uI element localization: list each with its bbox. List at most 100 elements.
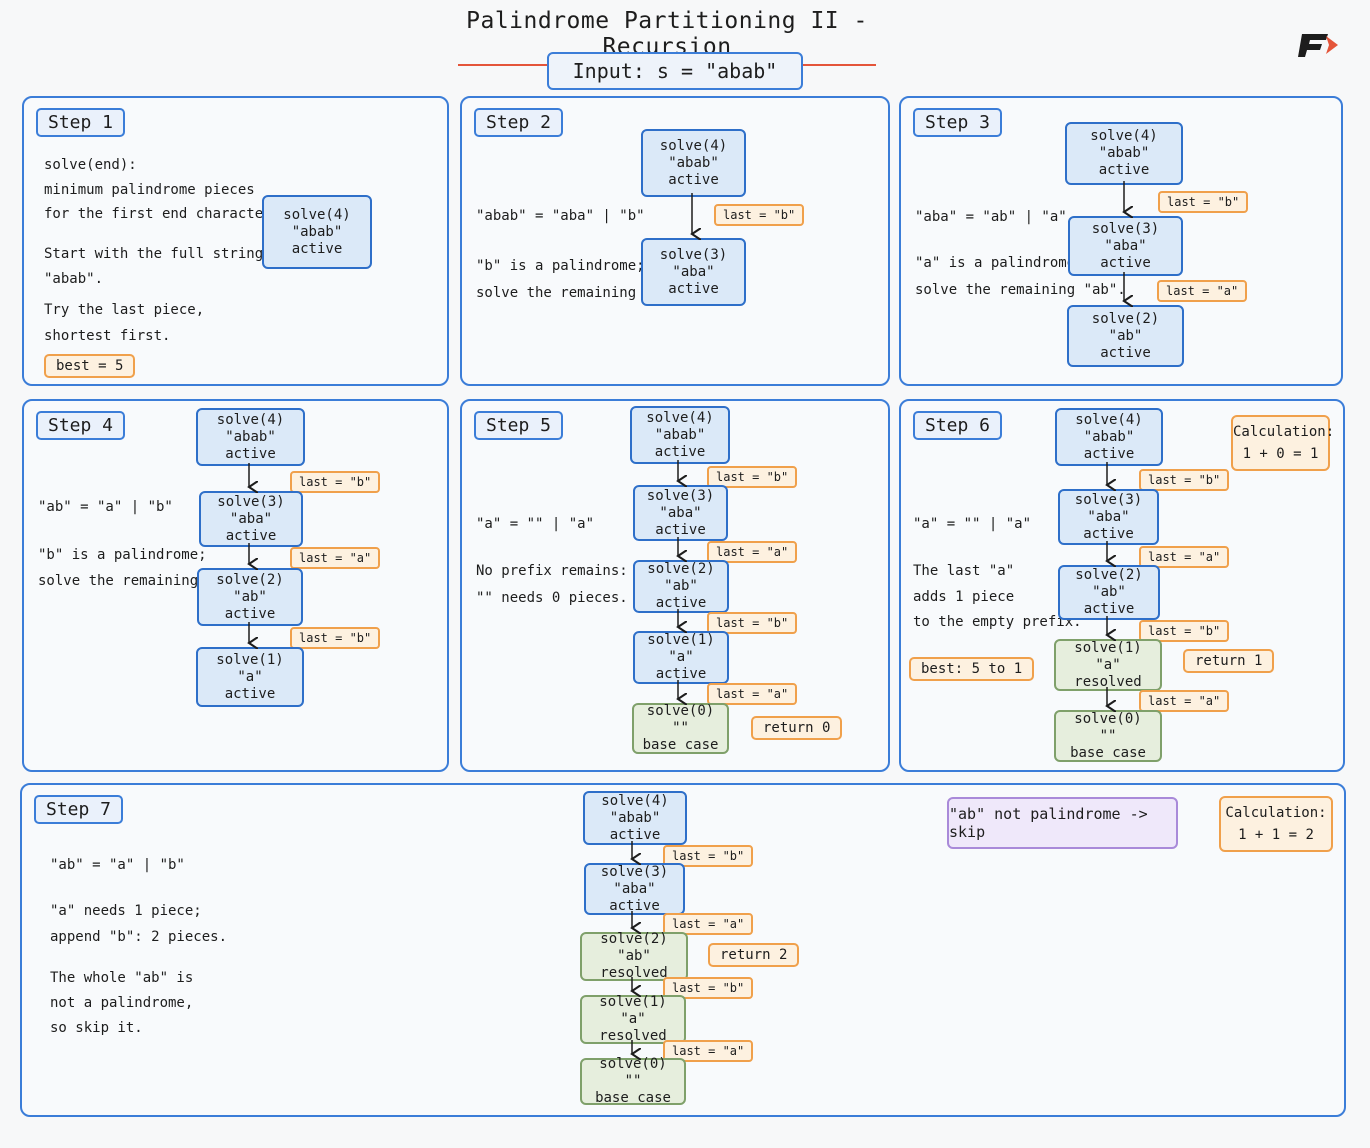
call-node: solve(3) "aba" active (1058, 489, 1159, 545)
step-text: "abab". (44, 271, 104, 287)
node-call: solve(4) (1090, 128, 1158, 144)
best-badge: best = 5 (44, 354, 136, 378)
node-call: solve(3) (217, 493, 285, 510)
step-text: "" needs 0 pieces. (476, 590, 628, 606)
step-text: minimum palindrome pieces (44, 182, 255, 198)
calc-value: 1 + 0 = 1 (1242, 446, 1319, 462)
step-text: "a" = "" | "a" (476, 516, 595, 532)
node-state: active (655, 666, 707, 682)
node-string: "ab" (617, 948, 651, 964)
last-tag: last = "b" (1139, 620, 1230, 642)
step-text: "a" is a palindrome; (915, 255, 1084, 271)
call-node: solve(2) "ab" active (633, 560, 729, 613)
last-tag: last = "b" (290, 627, 381, 649)
step-text: solve(end): (44, 157, 137, 173)
return-badge: return 2 (708, 943, 800, 967)
node-state: active (1083, 445, 1135, 462)
step-text: Start with the full string: (44, 246, 272, 262)
call-node: solve(1) "a" resolved (580, 994, 686, 1044)
return-badge: return 0 (751, 716, 843, 740)
step-text: "b" is a palindrome; (38, 547, 207, 563)
node-string: "" (1099, 727, 1117, 744)
node-call: solve(4) (1075, 411, 1143, 428)
node-state: base case (1070, 744, 1146, 761)
call-node: solve(2) "ab" resolved (580, 931, 688, 981)
node-call: solve(0) (1074, 710, 1142, 727)
call-node: solve(3) "aba" active (1068, 216, 1183, 276)
node-string: "aba" (672, 263, 715, 280)
step-text: Try the last piece, (44, 302, 205, 318)
node-state: active (1083, 601, 1135, 617)
step-3-panel: Step 3 "aba" = "ab" | "a" "a" is a palin… (899, 96, 1343, 386)
node-call: solve(1) (1074, 639, 1142, 656)
node-string: "abab" (654, 426, 706, 443)
skip-note-text: "ab" not palindrome -> skip (949, 805, 1148, 841)
node-state: active (655, 595, 707, 611)
last-tag: last = "b" (707, 466, 798, 488)
step-5-panel: Step 5 "a" = "" | "a" No prefix remains:… (460, 399, 890, 772)
step-text: "a" needs 1 piece; (50, 903, 202, 919)
node-string: "abab" (225, 428, 276, 445)
step-text: adds 1 piece (913, 589, 1015, 605)
step-4-panel: Step 4 "ab" = "a" | "b" "b" is a palindr… (22, 399, 449, 772)
step-text: solve the remaining "ab". (915, 282, 1126, 298)
node-call: solve(3) (1091, 220, 1160, 237)
input-label: Input: s = "abab" (572, 59, 778, 83)
node-call: solve(4) (216, 411, 285, 428)
step-label: Step 7 (34, 795, 124, 824)
node-state: active (224, 685, 276, 702)
step-1-panel: Step 1 solve(end): minimum palindrome pi… (22, 96, 449, 386)
call-node: solve(4) "abab" active (1065, 122, 1183, 185)
step-7-panel: Step 7 "ab" = "a" | "b" "a" needs 1 piec… (20, 783, 1346, 1117)
node-call: solve(4) (646, 409, 714, 426)
node-string: "aba" (1087, 508, 1130, 525)
call-node: solve(2) "ab" active (1067, 305, 1184, 367)
step-text: shortest first. (44, 328, 171, 344)
step-2-panel: Step 2 "abab" = "aba" | "b" "b" is a pal… (460, 96, 890, 386)
node-state: base case (642, 737, 719, 753)
step-text: "b" is a palindrome; (476, 258, 645, 274)
node-state: active (225, 445, 276, 462)
node-state: active (609, 826, 661, 843)
step-text: to the empty prefix. (913, 614, 1082, 630)
last-tag: last = "b" (714, 204, 805, 226)
step-text: not a palindrome, (50, 995, 194, 1011)
last-tag: last = "b" (663, 977, 754, 999)
call-node: solve(4) "abab" active (641, 129, 746, 197)
last-tag: last = "b" (707, 612, 798, 634)
call-node: solve(2) "ab" active (1058, 565, 1160, 620)
node-string: "a" (1095, 656, 1121, 673)
step-text: "abab" = "aba" | "b" (476, 208, 645, 224)
node-string: "ab" (233, 588, 267, 605)
step-label: Step 2 (474, 108, 564, 137)
node-call: solve(3) (600, 863, 669, 880)
step-text: for the first end characters. (44, 206, 289, 222)
skip-note: "ab" not palindrome -> skip (947, 797, 1178, 849)
base-case-node: solve(0) "" base case (1054, 710, 1162, 762)
step-label: Step 1 (36, 108, 126, 137)
step-text: "a" = "" | "a" (913, 516, 1032, 532)
node-call: solve(1) (599, 994, 667, 1010)
node-string: "a" (237, 668, 263, 685)
call-node: solve(3) "aba" active (199, 491, 303, 547)
step-label: Step 6 (913, 411, 1003, 440)
step-label: Step 3 (913, 108, 1003, 137)
step-text: solve the remaining "aba". (476, 285, 696, 301)
node-state: active (291, 240, 343, 257)
calculation-box: Calculation: 1 + 1 = 2 (1219, 796, 1333, 852)
step-label: Step 5 (474, 411, 564, 440)
node-string: "aba" (229, 510, 273, 527)
last-tag: last = "a" (290, 547, 381, 569)
call-node: solve(2) "ab" active (197, 568, 303, 626)
step-text: "ab" = "a" | "b" (50, 857, 185, 873)
node-string: "abab" (291, 223, 343, 240)
node-state: active (1100, 344, 1151, 361)
calc-label: Calculation: (1225, 805, 1327, 821)
node-call: solve(2) (1091, 310, 1160, 327)
call-node: solve(1) "a" active (196, 647, 304, 707)
node-state: active (654, 443, 706, 460)
node-state: base case (595, 1090, 671, 1106)
node-string: "abab" (1098, 145, 1150, 161)
call-node: solve(3) "aba" active (584, 863, 685, 915)
node-call: solve(0) (646, 703, 715, 719)
